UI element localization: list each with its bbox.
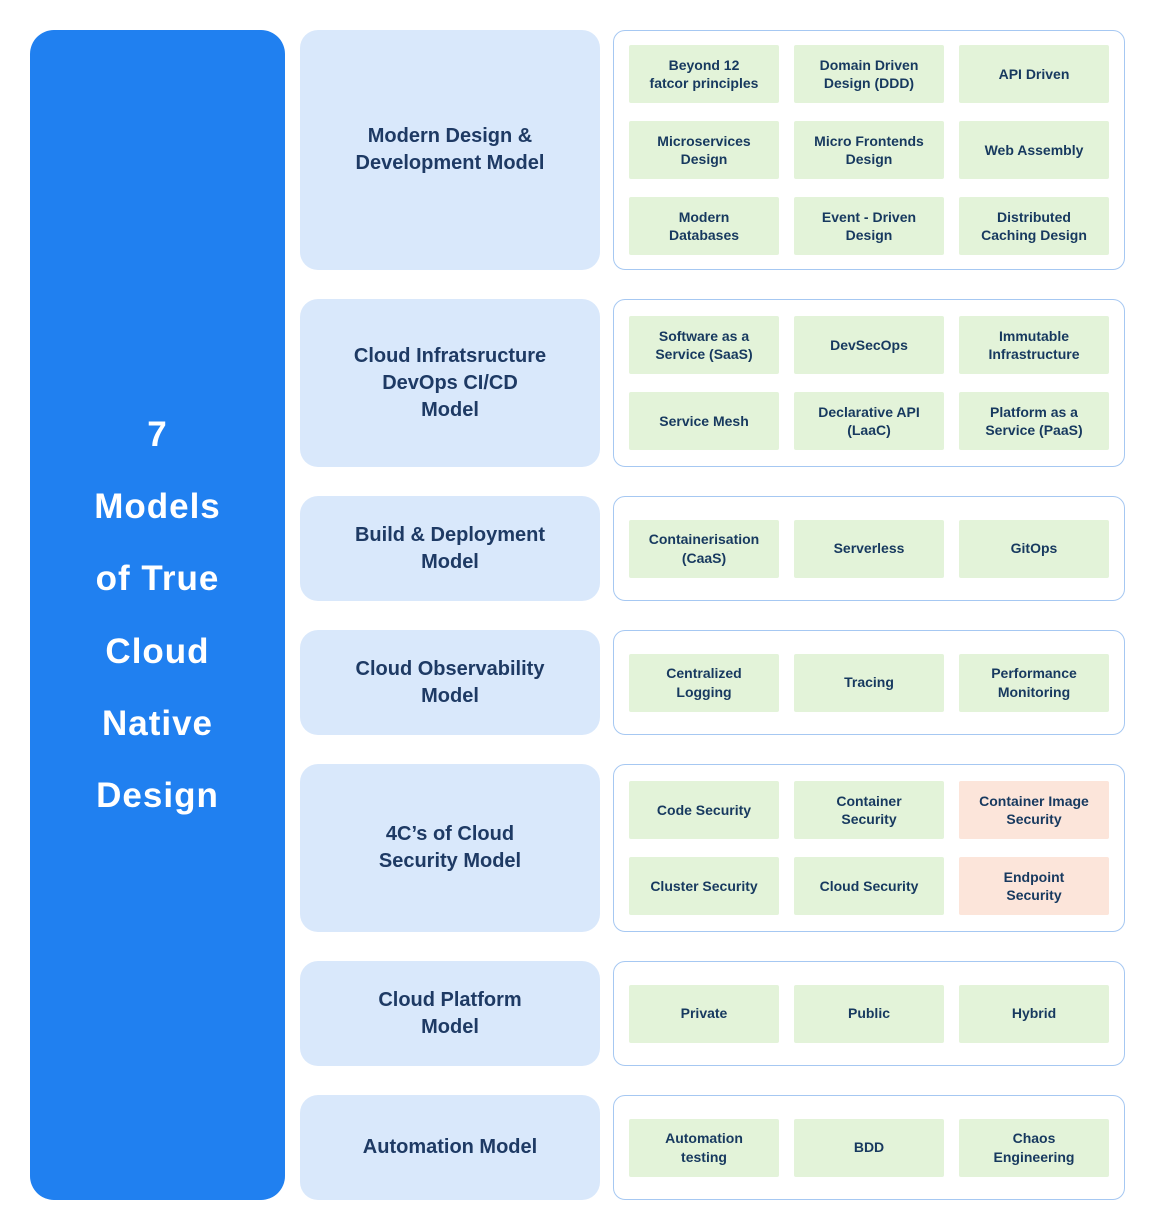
chip: Web Assembly	[959, 121, 1109, 179]
chip: API Driven	[959, 45, 1109, 103]
title-line: Design	[96, 776, 219, 816]
chip-panel-cloud-infrastructure-devops: Software as a Service (SaaS) DevSecOps Imm…	[613, 299, 1125, 467]
row-build-deployment: Build & Deployment Model Containerisatio…	[300, 496, 1125, 601]
category-label: Build & Deployment Model	[354, 523, 545, 573]
chip: Immutable Infrastructure	[959, 316, 1109, 374]
title-banner: 7 Models of True Cloud Native Design	[30, 30, 285, 1200]
chip: Centralized Logging	[629, 653, 779, 712]
chip-grid: Automation testing BDD Chaos Engineering	[629, 1118, 1109, 1177]
chip: Beyond 12 fatcor principles	[629, 45, 779, 103]
chip-panel-cloud-security: Code Security Container Security Container…	[613, 764, 1125, 932]
chip: Automation testing	[629, 1118, 779, 1177]
chip: Modern Databases	[629, 197, 779, 255]
chip: Performance Monitoring	[959, 653, 1109, 712]
chip: Private	[629, 984, 779, 1043]
chip-panel-cloud-observability: Centralized Logging Tracing Performance Mo…	[613, 630, 1125, 735]
chip-grid: Software as a Service (SaaS) DevSecOps Imm…	[629, 316, 1109, 450]
chip-grid: Private Public Hybrid	[629, 984, 1109, 1043]
chip-panel-cloud-platform: Private Public Hybrid	[613, 961, 1125, 1066]
row-modern-design: Modern Design & Development Model Beyond…	[300, 30, 1125, 270]
chip: GitOps	[959, 519, 1109, 578]
model-rows: Modern Design & Development Model Beyond…	[300, 30, 1125, 1200]
chip: Event - Driven Design	[794, 197, 944, 255]
category-label: Cloud Observability Model	[355, 657, 545, 707]
chip: Cloud Security	[794, 857, 944, 915]
category-box-cloud-infrastructure-devops: Cloud Infratsructure DevOps CI/CD Model	[300, 299, 600, 467]
chip: Container Image Security	[959, 781, 1109, 839]
chip: Endpoint Security	[959, 857, 1109, 915]
title-line: Models	[94, 486, 221, 526]
row-automation: Automation Model Automation testing BDD Ch…	[300, 1095, 1125, 1200]
title-line: Native	[101, 703, 214, 743]
category-box-modern-design: Modern Design & Development Model	[300, 30, 600, 270]
category-box-cloud-observability: Cloud Observability Model	[300, 630, 600, 735]
chip: Software as a Service (SaaS)	[629, 316, 779, 374]
row-cloud-infrastructure-devops: Cloud Infratsructure DevOps CI/CD Model …	[300, 299, 1125, 467]
chip-grid: Containerisation (CaaS) Serverless GitOps	[629, 519, 1109, 578]
chip: Service Mesh	[629, 392, 779, 450]
chip: DevSecOps	[794, 316, 944, 374]
title-line: Cloud	[105, 631, 210, 671]
category-box-cloud-platform: Cloud Platform Model	[300, 961, 600, 1066]
category-label: Automation Model	[362, 1136, 538, 1158]
category-label: 4C’s of Cloud Security Model	[378, 823, 522, 872]
chip: Public	[794, 984, 944, 1043]
category-label: Cloud Infratsructure DevOps CI/CD Model	[353, 344, 547, 421]
chip: Declarative API (LaaC)	[794, 392, 944, 450]
chip: Hybrid	[959, 984, 1109, 1043]
chip: Micro Frontends Design	[794, 121, 944, 179]
chip-grid: Beyond 12 fatcor principles Domain Driven…	[629, 45, 1109, 255]
category-box-build-deployment: Build & Deployment Model	[300, 496, 600, 601]
chip: Platform as a Service (PaaS)	[959, 392, 1109, 450]
chip-grid: Centralized Logging Tracing Performance Mo…	[629, 653, 1109, 712]
category-box-automation: Automation Model	[300, 1095, 600, 1200]
chip-grid: Code Security Container Security Container…	[629, 781, 1109, 915]
chip: Serverless	[794, 519, 944, 578]
chip: Containerisation (CaaS)	[629, 519, 779, 578]
chip: BDD	[794, 1118, 944, 1177]
chip-panel-build-deployment: Containerisation (CaaS) Serverless GitOps	[613, 496, 1125, 601]
title-line: 7	[147, 414, 168, 454]
chip: Chaos Engineering	[959, 1118, 1109, 1177]
chip: Domain Driven Design (DDD)	[794, 45, 944, 103]
row-cloud-platform: Cloud Platform Model Private Public Hybrid	[300, 961, 1125, 1066]
chip: Distributed Caching Design	[959, 197, 1109, 255]
category-box-cloud-security: 4C’s of Cloud Security Model	[300, 764, 600, 932]
chip: Microservices Design	[629, 121, 779, 179]
chip-panel-modern-design: Beyond 12 fatcor principles Domain Driven…	[613, 30, 1125, 270]
chip-panel-automation: Automation testing BDD Chaos Engineering	[613, 1095, 1125, 1200]
chip: Cluster Security	[629, 857, 779, 915]
row-cloud-security: 4C’s of Cloud Security Model Code Securi…	[300, 764, 1125, 932]
chip: Container Security	[794, 781, 944, 839]
chip: Code Security	[629, 781, 779, 839]
title-line: of True	[95, 559, 220, 599]
category-label: Modern Design & Development Model	[355, 125, 545, 174]
chip: Tracing	[794, 653, 944, 712]
category-label: Cloud Platform Model	[378, 988, 522, 1038]
row-cloud-observability: Cloud Observability Model Centralized Lo…	[300, 630, 1125, 735]
